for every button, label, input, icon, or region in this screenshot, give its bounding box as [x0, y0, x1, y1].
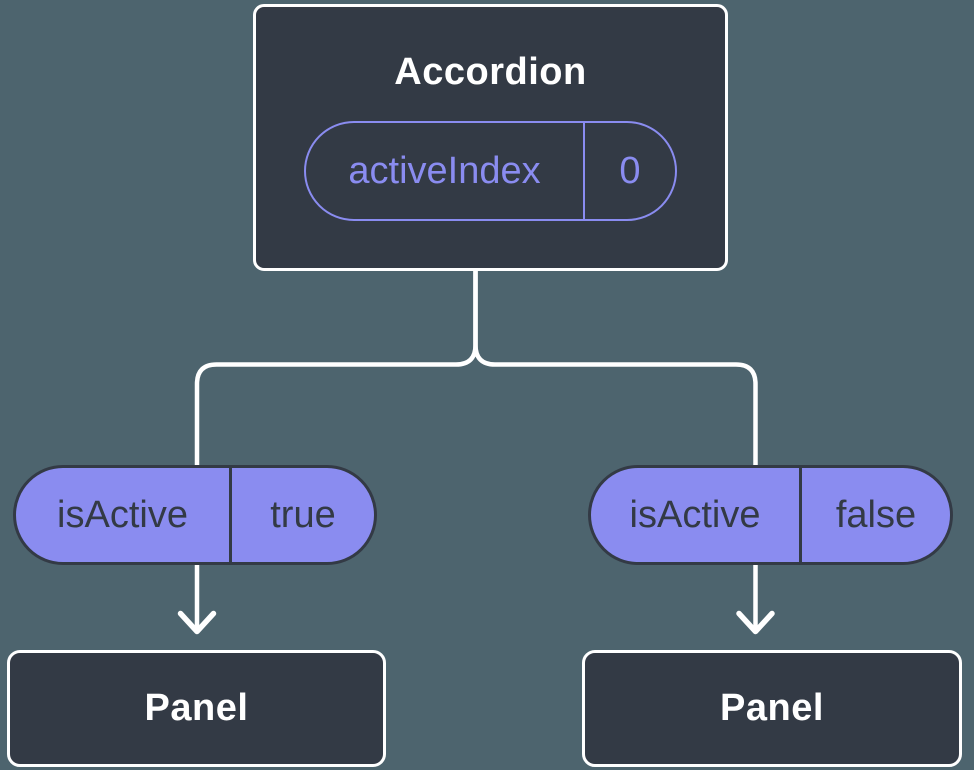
arrowhead-down-left-icon [177, 610, 217, 635]
panel-node-right: Panel [582, 650, 962, 767]
prop-pill-left-label: isActive [57, 493, 188, 536]
tree-edge-left [194, 269, 478, 628]
prop-pill-left: isActive true [13, 465, 377, 565]
prop-pill-right: isActive false [588, 465, 953, 565]
state-pill-label: activeIndex [348, 149, 541, 192]
state-pill-value: 0 [583, 123, 675, 219]
prop-pill-right-label: isActive [629, 493, 761, 536]
state-pill: activeIndex 0 [304, 121, 677, 221]
tree-edge-right [473, 269, 758, 628]
accordion-node: Accordion activeIndex 0 [253, 4, 728, 271]
panel-node-left: Panel [7, 650, 386, 767]
panel-node-right-title: Panel [720, 687, 824, 729]
panel-node-left-title: Panel [144, 687, 249, 729]
prop-pill-left-value: true [229, 468, 374, 562]
accordion-node-title: Accordion [394, 51, 587, 93]
prop-pill-right-value: false [799, 468, 950, 562]
arrowhead-down-right-icon [736, 610, 775, 635]
